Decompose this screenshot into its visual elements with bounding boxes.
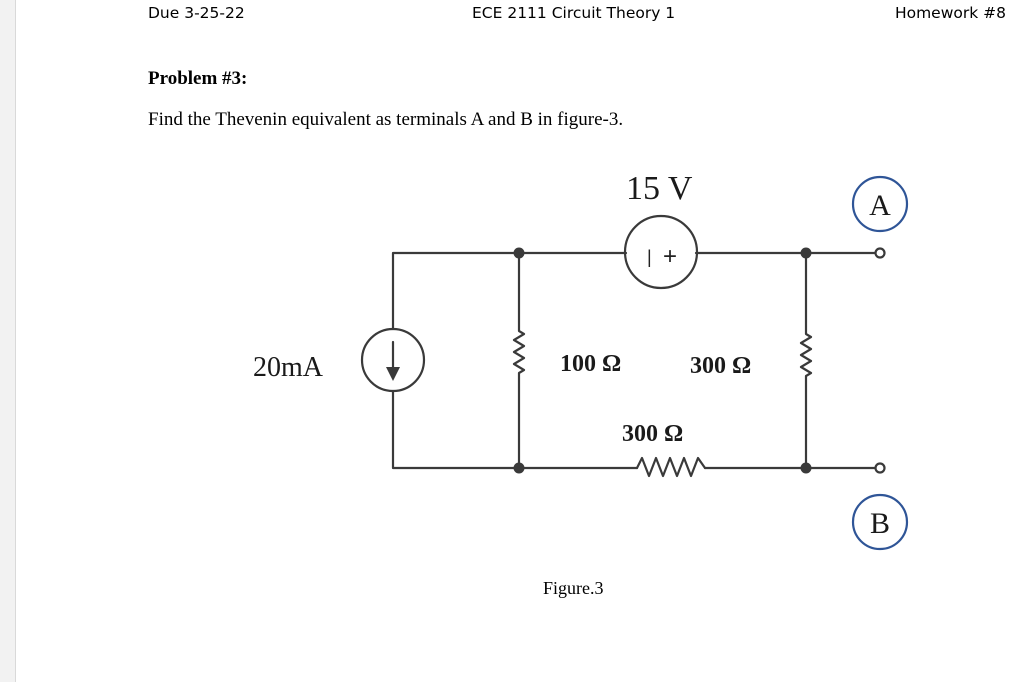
top-wire-left — [391, 251, 628, 331]
terminal-a-ring — [851, 175, 909, 233]
voltage-plus-symbol: + — [663, 243, 677, 270]
resistor-bottom-label: 300 Ω — [622, 421, 683, 447]
page-edge — [15, 0, 16, 682]
current-source-circle — [360, 327, 426, 393]
current-source-label: 20mA — [253, 352, 324, 383]
figure-caption: Figure.3 — [543, 578, 604, 598]
junction-top-left — [513, 247, 525, 259]
terminal-b-node — [874, 462, 886, 474]
terminal-a-node — [874, 247, 886, 259]
bottom-resistor — [635, 456, 707, 478]
junction-bottom-left — [513, 462, 525, 474]
problem-title: Problem #3: — [148, 68, 248, 89]
terminal-a-label: A — [869, 189, 891, 222]
left-resistor — [512, 251, 526, 470]
problem-statement: Find the Thevenin equivalent as terminal… — [148, 109, 624, 130]
header-course: ECE 2111 Circuit Theory 1 — [472, 4, 676, 22]
document-page — [16, 0, 1024, 682]
voltage-minus-symbol: | — [647, 247, 652, 267]
junction-top-right — [800, 247, 812, 259]
terminal-b-label: B — [870, 507, 890, 540]
voltage-source-circle — [623, 214, 699, 290]
header-assignment: Homework #8 — [894, 4, 1006, 22]
right-resistor — [799, 251, 813, 470]
terminal-b-ring — [851, 493, 909, 551]
bottom-wire-left — [391, 389, 639, 470]
resistor-right-label: 300 Ω — [690, 353, 751, 379]
current-arrow-icon — [386, 367, 400, 381]
junction-bottom-right — [800, 462, 812, 474]
voltage-label: 15 V — [626, 170, 693, 207]
resistor-left-label: 100 Ω — [560, 351, 621, 377]
header-due-date: Due 3-25-22 — [148, 4, 245, 22]
